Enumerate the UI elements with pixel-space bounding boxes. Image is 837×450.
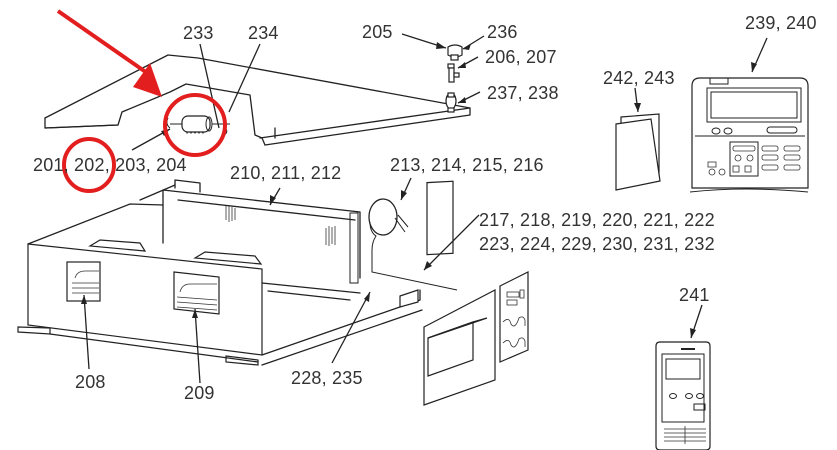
callout-237-238: 237, 238 — [487, 83, 559, 103]
owners-manual — [615, 113, 661, 191]
control-box — [423, 271, 529, 406]
callout-236: 236 — [487, 22, 518, 42]
callout-234: 234 — [248, 23, 279, 43]
callout-203-204: , 203, 204 — [104, 155, 187, 175]
callout-241: 241 — [679, 285, 710, 305]
valve-fittings — [445, 44, 463, 113]
wired-remote-controller — [689, 77, 809, 193]
callout-239-240: 239, 240 — [745, 13, 817, 33]
callout-210-212: 210, 211, 212 — [230, 163, 342, 183]
sensor-wire — [368, 180, 458, 291]
callout-228-235: 228, 235 — [291, 368, 363, 388]
red-arrow-shaft — [56, 9, 152, 77]
callout-213-216: 213, 214, 215, 216 — [390, 155, 544, 175]
arrowheads — [81, 42, 757, 338]
top-cover-panel — [44, 54, 471, 146]
callout-206-207: 206, 207 — [485, 47, 557, 67]
callout-223-232: 223, 224, 229, 230, 231, 232 — [479, 234, 715, 254]
callout-201-204: 201, 202, 203, 204 — [33, 155, 187, 175]
callout-201: 201, — [33, 155, 69, 175]
red-arrow-head — [133, 63, 162, 97]
callout-242-243: 242, 243 — [603, 68, 675, 88]
highlight-annotations — [56, 9, 227, 193]
callout-233: 233 — [183, 23, 214, 43]
red-circle-motor — [163, 93, 227, 157]
callout-209: 209 — [184, 383, 215, 403]
callout-205: 205 — [362, 22, 393, 42]
callout-202: 202 — [74, 155, 105, 175]
red-circle-202 — [62, 137, 116, 193]
callout-217-222: 217, 218, 219, 220, 221, 222 — [479, 210, 715, 230]
handheld-remote-controller — [655, 341, 711, 450]
fan-motor — [166, 115, 230, 136]
callout-208: 208 — [75, 372, 106, 392]
main-cabinet — [17, 179, 423, 366]
